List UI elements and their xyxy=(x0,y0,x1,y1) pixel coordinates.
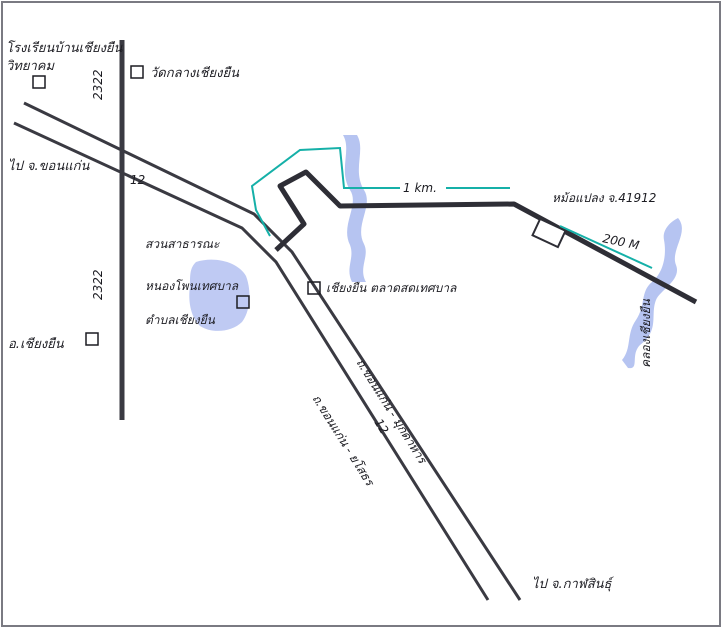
canal-right xyxy=(622,218,682,369)
label-to-khonkaen: ไป จ.ขอนแก่น xyxy=(8,158,91,174)
label-road-2322-bottom: 2322 xyxy=(91,269,105,300)
temple-icon-5 xyxy=(307,281,321,295)
label-road-12-upper: 12 xyxy=(130,173,145,187)
label-substation: หม้อแปลง จ.41912 xyxy=(552,191,656,205)
label-market: เชียงยืน ตลาดสดเทศบาล xyxy=(326,281,457,295)
label-hospital-line1: สวนสาธารณะ xyxy=(145,237,220,251)
label-road-2322-top: 2322 xyxy=(91,69,105,100)
canal-center xyxy=(343,135,367,282)
label-temple: วัดกลางเชียงยืน xyxy=(150,65,240,81)
label-hospital-line2: หนองโพนเทศบาล xyxy=(145,279,239,293)
route-marker-3 xyxy=(559,225,653,269)
road-12-left-edge xyxy=(13,121,490,601)
transformer-box xyxy=(531,217,567,249)
label-road-mukdahan: ถ.ขอนแก่น - มุกดาหาร xyxy=(353,356,430,468)
label-hospital-line3: ตำบลเชียงยืน xyxy=(145,313,216,327)
label-distance-1km: 1 km. xyxy=(403,181,437,195)
road-12-right-edge xyxy=(23,101,522,601)
temple-icon xyxy=(32,75,46,89)
label-district: อ.เชียงยืน xyxy=(8,336,65,352)
label-school-line2: วิทยาคม xyxy=(6,59,55,74)
access-road xyxy=(274,169,698,305)
label-road-12-lower: 12 xyxy=(371,416,391,436)
label-to-kalasin: ไป จ.กาฬสินธุ์ xyxy=(532,576,614,592)
temple-icon-4 xyxy=(85,332,99,346)
temple-icon-3 xyxy=(236,295,250,309)
route-marker-1 xyxy=(250,146,400,237)
temple-icon-2 xyxy=(130,65,144,79)
label-school: โรงเรียนบ้านเชียงยืน xyxy=(6,40,124,56)
label-canal: คลองเชียงยืน xyxy=(639,298,653,368)
park-area xyxy=(189,259,250,331)
label-distance-200m: 200 M xyxy=(601,231,641,253)
